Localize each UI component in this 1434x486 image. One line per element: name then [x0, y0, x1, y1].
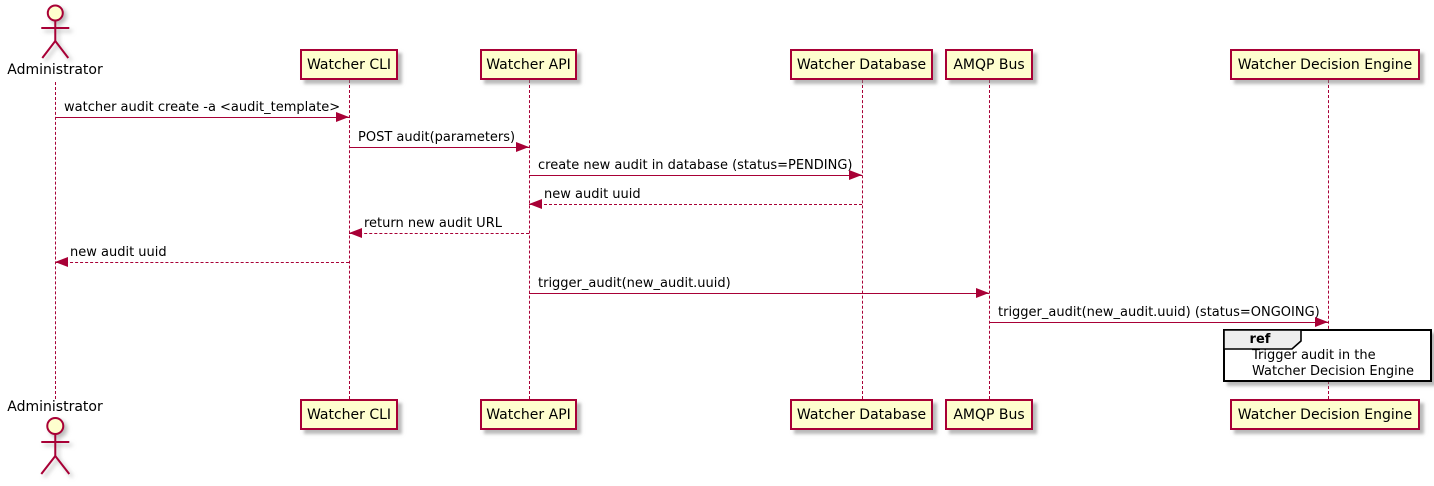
participant-label: Watcher CLI — [306, 406, 392, 423]
lifeline-watcher-api — [529, 80, 530, 399]
message-label: trigger_audit(new_audit.uuid) — [538, 276, 731, 291]
arrowhead-left-icon — [349, 228, 362, 238]
actor-icon — [40, 417, 70, 475]
actor-label: Administrator — [7, 62, 103, 78]
participant-label: Watcher Decision Engine — [1237, 56, 1413, 73]
lifeline-watcher-cli — [349, 80, 350, 399]
lifeline-watcher-decision-engine — [1328, 80, 1329, 399]
participant-label: AMQP Bus — [953, 56, 1025, 73]
lifeline-watcher-database — [862, 80, 863, 399]
arrowhead-right-icon — [1315, 317, 1328, 327]
message-trigger-audit-ongoing: trigger_audit(new_audit.uuid) (status=ON… — [989, 304, 1328, 327]
actor-administrator-bottom: Administrator — [7, 399, 103, 477]
message-audit-create: watcher audit create -a <audit_template> — [55, 99, 349, 122]
ref-keyword: ref — [1249, 332, 1271, 347]
message-label: create new audit in database (status=PEN… — [538, 158, 853, 173]
participant-label: Watcher Database — [796, 56, 927, 73]
message-label: new audit uuid — [544, 187, 641, 202]
ref-line: Watcher Decision Engine — [1252, 364, 1414, 379]
participant-watcher-api-bottom: Watcher API — [480, 399, 577, 430]
message-new-audit-uuid-db: new audit uuid — [529, 186, 862, 209]
actor-label: Administrator — [7, 399, 103, 415]
participant-label: Watcher API — [486, 56, 571, 73]
participant-watcher-database-top: Watcher Database — [790, 49, 933, 80]
ref-tag-icon — [1223, 329, 1302, 350]
message-label: trigger_audit(new_audit.uuid) (status=ON… — [998, 305, 1320, 320]
actor-icon — [41, 4, 69, 59]
participant-amqp-bus-bottom: AMQP Bus — [945, 399, 1033, 430]
arrowhead-right-icon — [336, 112, 349, 122]
participant-label: Watcher Database — [796, 406, 927, 423]
message-label: watcher audit create -a <audit_template> — [64, 100, 341, 115]
participant-watcher-api-top: Watcher API — [480, 49, 577, 80]
arrowhead-left-icon — [529, 199, 542, 209]
arrowhead-right-icon — [849, 170, 862, 180]
actor-administrator-top: Administrator — [7, 3, 103, 78]
message-post-audit: POST audit(parameters) — [349, 129, 529, 152]
ref-fragment: ref Trigger audit in the Watcher Decisio… — [1223, 329, 1432, 382]
message-label: new audit uuid — [70, 245, 167, 260]
message-label: POST audit(parameters) — [358, 130, 516, 145]
participant-label: Watcher CLI — [306, 56, 392, 73]
participant-watcher-database-bottom: Watcher Database — [790, 399, 933, 430]
lifeline-administrator — [55, 82, 56, 399]
participant-watcher-decision-engine-top: Watcher Decision Engine — [1230, 49, 1420, 80]
ref-line: Trigger audit in the — [1252, 348, 1376, 363]
participant-label: Watcher Decision Engine — [1237, 406, 1413, 423]
message-label: return new audit URL — [364, 216, 502, 231]
lifeline-amqp-bus — [989, 80, 990, 399]
ref-content: Trigger audit in the Watcher Decision En… — [1252, 348, 1414, 380]
message-return-audit-url: return new audit URL — [349, 215, 529, 238]
participant-watcher-cli-top: Watcher CLI — [300, 49, 398, 80]
participant-label: AMQP Bus — [953, 406, 1025, 423]
arrowhead-left-icon — [55, 257, 68, 267]
arrowhead-right-icon — [516, 142, 529, 152]
message-trigger-audit: trigger_audit(new_audit.uuid) — [529, 275, 989, 298]
arrowhead-right-icon — [976, 288, 989, 298]
participant-watcher-cli-bottom: Watcher CLI — [300, 399, 398, 430]
participant-label: Watcher API — [486, 406, 571, 423]
message-new-audit-uuid-cli: new audit uuid — [55, 244, 349, 267]
message-create-audit-db: create new audit in database (status=PEN… — [529, 157, 862, 180]
participant-amqp-bus-top: AMQP Bus — [945, 49, 1033, 80]
participant-watcher-decision-engine-bottom: Watcher Decision Engine — [1230, 399, 1420, 430]
